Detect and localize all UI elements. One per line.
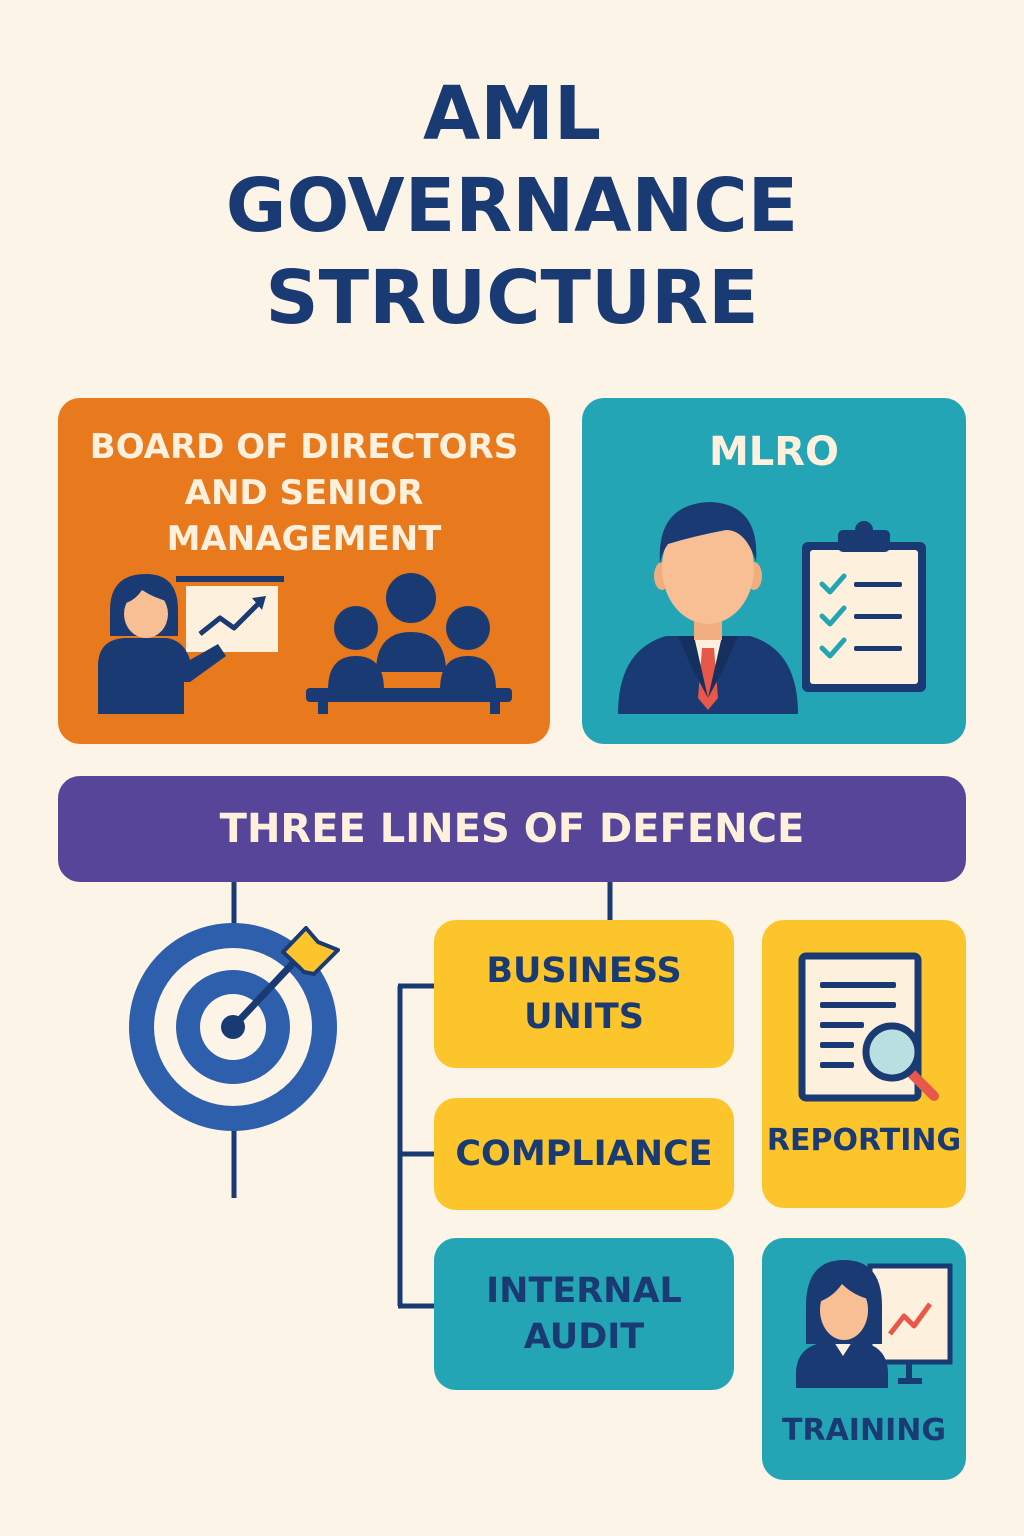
document-magnifier-icon: [798, 952, 939, 1102]
board-of-directors-card: BOARD OF DIRECTORS AND SENIOR MANAGEMENT: [58, 398, 550, 744]
mlro-illustration: [618, 502, 926, 714]
mlro-card: MLRO: [582, 398, 966, 744]
training-label: TRAINING: [782, 1413, 946, 1448]
title-line-3: STRUCTURE: [265, 255, 759, 341]
title-line-1: AML: [422, 71, 602, 157]
businessman-icon: [618, 502, 798, 714]
trainer-presentation-icon: [796, 1260, 953, 1388]
internal-audit-card: INTERNAL AUDIT: [434, 1238, 734, 1390]
compliance-card: COMPLIANCE: [434, 1098, 734, 1210]
three-lines-of-defence-banner: THREE LINES OF DEFENCE: [58, 776, 966, 882]
business-units-label: BUSINESS UNITS: [486, 951, 682, 1037]
meeting-group-icon: [306, 573, 512, 714]
business-units-card: BUSINESS UNITS: [434, 920, 734, 1068]
internal-audit-label: INTERNAL AUDIT: [486, 1271, 682, 1357]
banner-label: THREE LINES OF DEFENCE: [219, 806, 805, 852]
compliance-label: COMPLIANCE: [455, 1134, 713, 1174]
reporting-card: REPORTING: [762, 920, 966, 1208]
board-card-label: BOARD OF DIRECTORS AND SENIOR MANAGEMENT: [89, 427, 519, 559]
reporting-label: REPORTING: [766, 1123, 962, 1158]
board-illustration: [98, 573, 512, 714]
checklist-clipboard-icon: [802, 521, 926, 692]
training-card: TRAINING: [762, 1238, 966, 1480]
title-line-2: GOVERNANCE: [225, 163, 799, 249]
connector-lines: [231, 882, 613, 1309]
mlro-card-label: MLRO: [708, 429, 840, 475]
page-title: AML GOVERNANCE STRUCTURE: [0, 68, 1024, 344]
presenter-chart-icon: [98, 574, 284, 714]
target-arrow-icon: [129, 923, 340, 1131]
